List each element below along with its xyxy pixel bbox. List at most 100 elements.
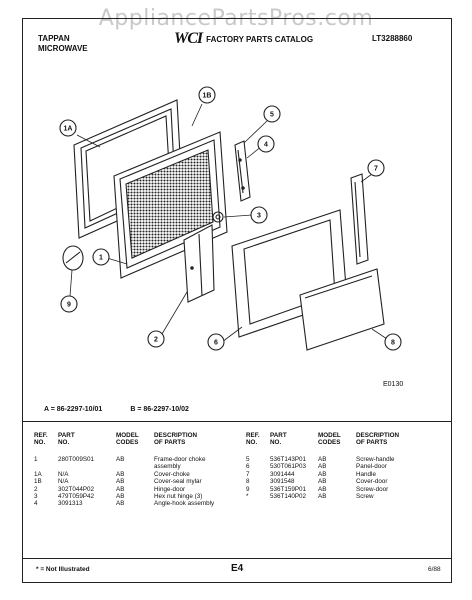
col-part-header: PART NO.: [58, 432, 75, 447]
cell-model: AB: [318, 478, 327, 486]
angle-hook-part: [234, 140, 251, 202]
cell-desc: Hinge-door: [154, 485, 186, 493]
cell-desc: Hex nut hinge (3): [154, 493, 203, 501]
cell-desc: Screw: [356, 493, 374, 501]
callout-circles: [59, 86, 402, 351]
col-part-header: PART NO.: [270, 432, 287, 447]
cell-desc: Handle: [356, 470, 376, 478]
cell-model: AB: [116, 478, 125, 486]
page-number: E4: [231, 563, 244, 574]
door-cover-part: [299, 268, 385, 351]
cell-part: 3091548: [270, 478, 295, 486]
cell-model: AB: [318, 463, 327, 471]
col-model-header: MODEL CODES: [116, 432, 139, 447]
diagram-code: E0130: [383, 381, 404, 388]
cell-part: 536T159P01: [270, 485, 307, 493]
callout-3: 3: [257, 213, 261, 220]
cell-model: AB: [318, 485, 327, 493]
cell-part: 479T059P42: [58, 493, 95, 501]
catalog-header: WCI FACTORY PARTS CATALOG: [174, 30, 313, 48]
cell-ref: 7: [246, 470, 250, 478]
col-ref-header: REF. NO.: [34, 432, 48, 447]
cell-desc: Screw-handle: [356, 456, 395, 463]
cell-part: N/A: [58, 478, 69, 486]
brand-line-2: MICROWAVE: [38, 44, 88, 53]
callout-5: 5: [270, 112, 274, 119]
cell-desc: Cover-choke: [154, 470, 190, 478]
cell-part: 536T143P01: [270, 456, 307, 463]
catalog-date: 6/88: [428, 566, 441, 573]
col-desc-header: DESCRIPTION OF PARTS: [154, 432, 198, 447]
col-ref-header: REF. NO.: [246, 432, 260, 447]
col-model-header: MODEL CODES: [318, 432, 341, 447]
table-row: 7 3091444 AB Handle: [246, 471, 436, 478]
cell-desc: Panel-door: [356, 463, 387, 471]
col-desc-header: DESCRIPTION OF PARTS: [356, 432, 400, 447]
catalog-title: FACTORY PARTS CATALOG: [206, 34, 314, 44]
cell-ref: 6: [246, 463, 250, 471]
door-screw-part: [62, 245, 84, 271]
brand-line-1: TAPPAN: [38, 34, 70, 43]
hex-nut-part: [212, 211, 224, 223]
callout-2: 2: [154, 337, 158, 344]
cell-model: AB: [116, 493, 125, 501]
table-header-left: REF. NO. PART NO. MODEL CODES DESCRIPTIO…: [34, 432, 234, 456]
callout-1: 1: [99, 255, 103, 262]
cell-desc: Cover-seal mylar: [154, 478, 202, 486]
door-hinge-part: [183, 224, 215, 303]
callout-7: 7: [374, 166, 378, 173]
cell-part: 3091444: [270, 470, 295, 478]
cell-desc: Cover-door: [356, 478, 388, 486]
cell-model: AB: [116, 485, 125, 493]
cell-model: AB: [116, 456, 125, 463]
model-code: LT3288860: [372, 34, 413, 43]
callout-6: 6: [214, 340, 218, 347]
exploded-parts-diagram: 1A 1B 5 4 3 7 1 9 2 6 8: [59, 86, 402, 351]
table-row: 1B N/A AB Cover-seal mylar: [34, 478, 234, 485]
cell-model: AB: [318, 456, 327, 463]
callout-8: 8: [391, 340, 395, 347]
table-row: 8 3091548 AB Cover-door: [246, 478, 436, 485]
catalog-page-frame: [22, 18, 452, 583]
model-key: A = 86-2297-10/01 B = 86-2297-10/02: [44, 406, 189, 413]
cell-ref: 4: [34, 500, 38, 508]
cell-part: 302T044P02: [58, 485, 95, 493]
table-row: 9 536T159P01 AB Screw-door: [246, 486, 436, 493]
not-illustrated-note: * = Not Illustrated: [36, 566, 90, 573]
cell-ref: 8: [246, 478, 250, 486]
wci-logo: WCI: [174, 30, 203, 47]
table-header-right: REF. NO. PART NO. MODEL CODES DESCRIPTIO…: [246, 432, 436, 456]
parts-table-right: REF. NO. PART NO. MODEL CODES DESCRIPTIO…: [246, 432, 436, 500]
cell-ref: *: [246, 493, 249, 501]
cell-desc: Screw-door: [356, 485, 389, 493]
callout-1b: 1B: [203, 93, 212, 100]
cell-part: N/A: [58, 470, 69, 478]
callout-1a: 1A: [64, 126, 73, 133]
table-bottom-rule: [22, 558, 452, 559]
cell-ref: 3: [34, 493, 38, 501]
cell-desc: Frame-door choke assembly: [154, 456, 206, 471]
cell-ref: 5: [246, 456, 250, 463]
cell-ref: 1B: [34, 478, 42, 486]
model-key-b: B = 86-2297-10/02: [130, 406, 189, 413]
cell-part: 530T061P03: [270, 463, 307, 471]
cell-model: AB: [318, 470, 327, 478]
brand-block: TAPPAN MICROWAVE: [38, 34, 88, 54]
cell-ref: 9: [246, 485, 250, 493]
table-row: 5 536T143P01 AB Screw-handle: [246, 456, 436, 463]
cell-part: 280T009S01: [58, 456, 95, 463]
model-key-a: A = 86-2297-10/01: [44, 406, 103, 413]
table-row: 6 530T061P03 AB Panel-door: [246, 463, 436, 470]
cell-part: 3091313: [58, 500, 83, 508]
table-row: 3 479T059P42 AB Hex nut hinge (3): [34, 493, 234, 500]
cell-model: AB: [318, 493, 327, 501]
cell-ref: 2: [34, 485, 38, 493]
table-top-rule: [22, 421, 452, 422]
cell-desc: Angle-hook assembly: [154, 500, 215, 508]
